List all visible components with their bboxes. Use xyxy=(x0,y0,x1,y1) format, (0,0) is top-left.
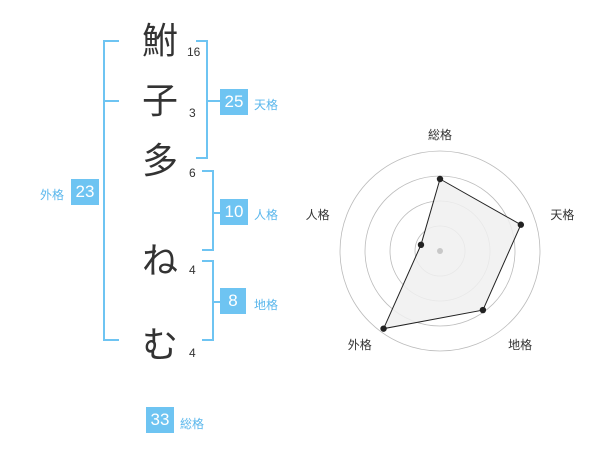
jinkaku-connector xyxy=(212,212,220,214)
gaikaku-bracket-bottom xyxy=(103,339,119,341)
radar-axis-label-3: 地格 xyxy=(508,337,532,352)
tenkaku-bracket-bottom xyxy=(196,157,208,159)
chikaku-value: 8 xyxy=(220,288,246,314)
radar-axis-label-1: 総格 xyxy=(428,127,452,142)
radar-series-area xyxy=(382,178,522,330)
gaikaku-bracket xyxy=(103,40,105,340)
stroke-count-3: 6 xyxy=(189,166,196,180)
jinkaku-value: 10 xyxy=(220,199,248,225)
jinkaku-label: 人格 xyxy=(254,208,279,222)
radar-point-4 xyxy=(380,325,387,332)
tenkaku-connector xyxy=(206,100,220,102)
gaikaku-value: 23 xyxy=(71,179,99,205)
radar-axis-label-4: 外格 xyxy=(348,337,372,352)
stroke-count-5: 4 xyxy=(189,346,196,360)
name-char-2: 子 xyxy=(142,81,179,122)
name-char-1: 鮒 xyxy=(142,21,179,62)
name-char-3: 多 xyxy=(142,141,179,182)
radar-center-dot xyxy=(437,248,443,254)
radar-axis-label-5: 人格 xyxy=(306,207,330,222)
radar-point-3 xyxy=(479,306,487,314)
chikaku-label: 地格 xyxy=(254,298,279,312)
stroke-count-2: 3 xyxy=(189,106,196,120)
stroke-count-1: 16 xyxy=(187,45,201,59)
radar-point-5 xyxy=(417,241,425,249)
tenkaku-bracket xyxy=(206,40,208,158)
jinkaku-bracket-top xyxy=(202,170,214,172)
tenkaku-bracket-top xyxy=(196,40,208,42)
radar-axis-label-2: 天格 xyxy=(550,207,574,222)
chikaku-bracket-bottom xyxy=(202,339,214,341)
soukaku-value: 33 xyxy=(146,407,174,433)
soukaku-label: 総格 xyxy=(180,417,205,431)
jinkaku-bracket-bottom xyxy=(202,249,214,251)
name-char-4: ね xyxy=(142,241,179,282)
radar-grid-ring xyxy=(339,150,541,352)
chikaku-connector xyxy=(212,301,220,303)
jinkaku-bracket xyxy=(212,170,214,250)
gaikaku-bracket-top xyxy=(103,40,119,42)
gaikaku-label: 外格 xyxy=(40,188,65,202)
gaikaku-bracket-mid xyxy=(103,100,119,102)
radar-point-1 xyxy=(436,175,444,183)
radar-point-2 xyxy=(517,221,525,228)
name-char-5: む xyxy=(142,325,179,366)
chikaku-bracket-top xyxy=(202,260,214,262)
tenkaku-value: 25 xyxy=(220,89,248,115)
tenkaku-label: 天格 xyxy=(254,98,279,112)
stroke-count-4: 4 xyxy=(189,263,196,277)
chikaku-bracket xyxy=(212,260,214,340)
